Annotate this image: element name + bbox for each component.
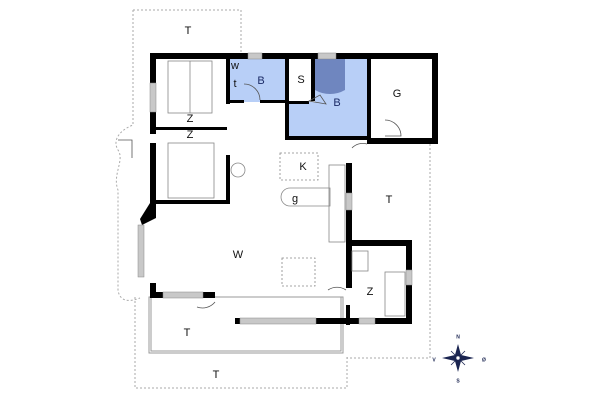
- room-label-storage: S: [297, 74, 304, 86]
- room-label-wc-t: t: [233, 78, 236, 90]
- room-label-terrace-right: T: [386, 194, 393, 206]
- room-label-terrace-bottom-inner: T: [184, 327, 191, 339]
- terrace-railing: [148, 296, 344, 354]
- room-label-bath-2: B: [333, 97, 340, 109]
- terrace-outlines: [115, 9, 431, 389]
- compass-n: N: [456, 334, 460, 340]
- windows: [137, 52, 413, 325]
- room-label-kitchen: K: [299, 161, 307, 173]
- compass-s: S: [456, 378, 460, 384]
- room-label-wc-w: w: [230, 60, 239, 72]
- room-labels: T w t B S B G Z Z K g T W Z T T: [184, 25, 402, 381]
- room-label-terrace-bottom-outer: T: [213, 369, 220, 381]
- room-label-bedroom-1: Z: [187, 113, 194, 125]
- room-label-bedroom-2: Z: [187, 129, 194, 141]
- doors: [118, 83, 402, 309]
- compass-e: Ø: [482, 357, 486, 363]
- room-label-garage: G: [393, 88, 402, 100]
- furniture: [167, 60, 406, 317]
- bathrooms: [230, 56, 371, 138]
- room-label-appliance: g: [292, 193, 298, 205]
- room-label-living: W: [233, 249, 244, 261]
- compass-rose-icon: N S V Ø: [432, 334, 486, 384]
- room-label-bedroom-3: Z: [367, 286, 374, 298]
- room-label-bath-1: B: [257, 75, 264, 87]
- compass-w: V: [432, 357, 436, 363]
- walls: [140, 53, 438, 325]
- room-label-terrace-top: T: [185, 25, 192, 37]
